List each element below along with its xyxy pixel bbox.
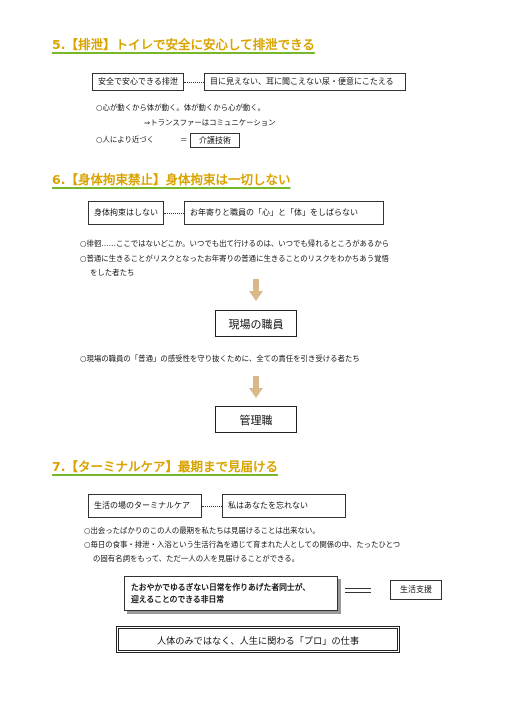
s5-equals: ＝ [180, 135, 188, 144]
s6-box-manager: 管理職 [215, 406, 297, 433]
s7-box-left: 生活の場のターミナルケア [88, 494, 202, 518]
s7-equals-line-bottom [345, 592, 371, 593]
s5-dotted-connector [184, 82, 204, 83]
s7-box-support: 生活支援 [390, 580, 442, 600]
s7-final-box: 人体のみではなく、人生に関わる「プロ」の仕事 [116, 626, 400, 653]
s5-box-right: 目に見えない、耳に聞こえない尿・便意にこたえる [204, 73, 406, 91]
s6-box-staff: 現場の職員 [215, 310, 297, 337]
arrow-down-shape [249, 376, 263, 398]
s7-shadow-box: たおやかでゆるぎない日常を作りあげた者同士が、 迎えることのできる非日常 [124, 576, 338, 611]
s7-line2: ○毎日の食事・排泄・入浴という生活行為を通じて育まれた人としての関係の中、たった… [84, 540, 401, 549]
s5-box-left: 安全で安心できる排泄 [92, 73, 184, 91]
s5-line2: ⇒トランスファーはコミュニケーション [144, 118, 276, 127]
s6-line4: ○現場の職員の「普通」の感受性を守り抜くために、全ての責任を引き受ける者たち [80, 354, 360, 363]
section-7-heading: 7.【ターミナルケア】最期まで見届ける [52, 459, 278, 474]
section-6-heading: 6.【身体拘束禁止】身体拘束は一切しない [52, 172, 291, 187]
arrow-down-icon [249, 279, 263, 301]
s7-shadow-line1: たおやかでゆるぎない日常を作りあげた者同士が、 [131, 583, 311, 592]
s5-line1: ○心が動くから体が動く。体が動くから心が動く。 [96, 103, 266, 112]
s6-box-right: お年寄りと職員の「心」と「体」をしばらない [184, 201, 384, 225]
s6-line2: ○普通に生きることがリスクとなったお年寄りの普通に生きることのリスクをわかちあう… [80, 254, 389, 263]
s5-line3: ○人により近づく [96, 135, 155, 144]
s7-shadow-line2: 迎えることのできる非日常 [131, 595, 225, 605]
s7-box-right: 私はあなたを忘れない [222, 494, 346, 518]
arrow-down-icon [249, 376, 263, 398]
s7-line1: ○出会ったばかりのこの人の最期を私たちは見届けることは出来ない。 [84, 526, 320, 535]
s6-line3: をした者たち [90, 268, 135, 277]
s6-dotted-connector [164, 213, 184, 214]
s5-box-small: 介護技術 [190, 133, 240, 148]
s6-line1: ○徘徊……ここではないどこか。いつでも出て行けるのは、いつでも帰れるところがある… [80, 239, 390, 248]
arrow-down-shape [249, 279, 263, 301]
section-5-heading: 5.【排泄】トイレで安全に安心して排泄できる [52, 37, 315, 52]
s7-line3: の固有名詞をもって、ただ一人の人を見届けることができる。 [93, 554, 300, 563]
s7-dotted-connector [202, 506, 222, 507]
s7-equals-line-top [345, 588, 371, 589]
s6-box-left: 身体拘束はしない [88, 201, 164, 225]
